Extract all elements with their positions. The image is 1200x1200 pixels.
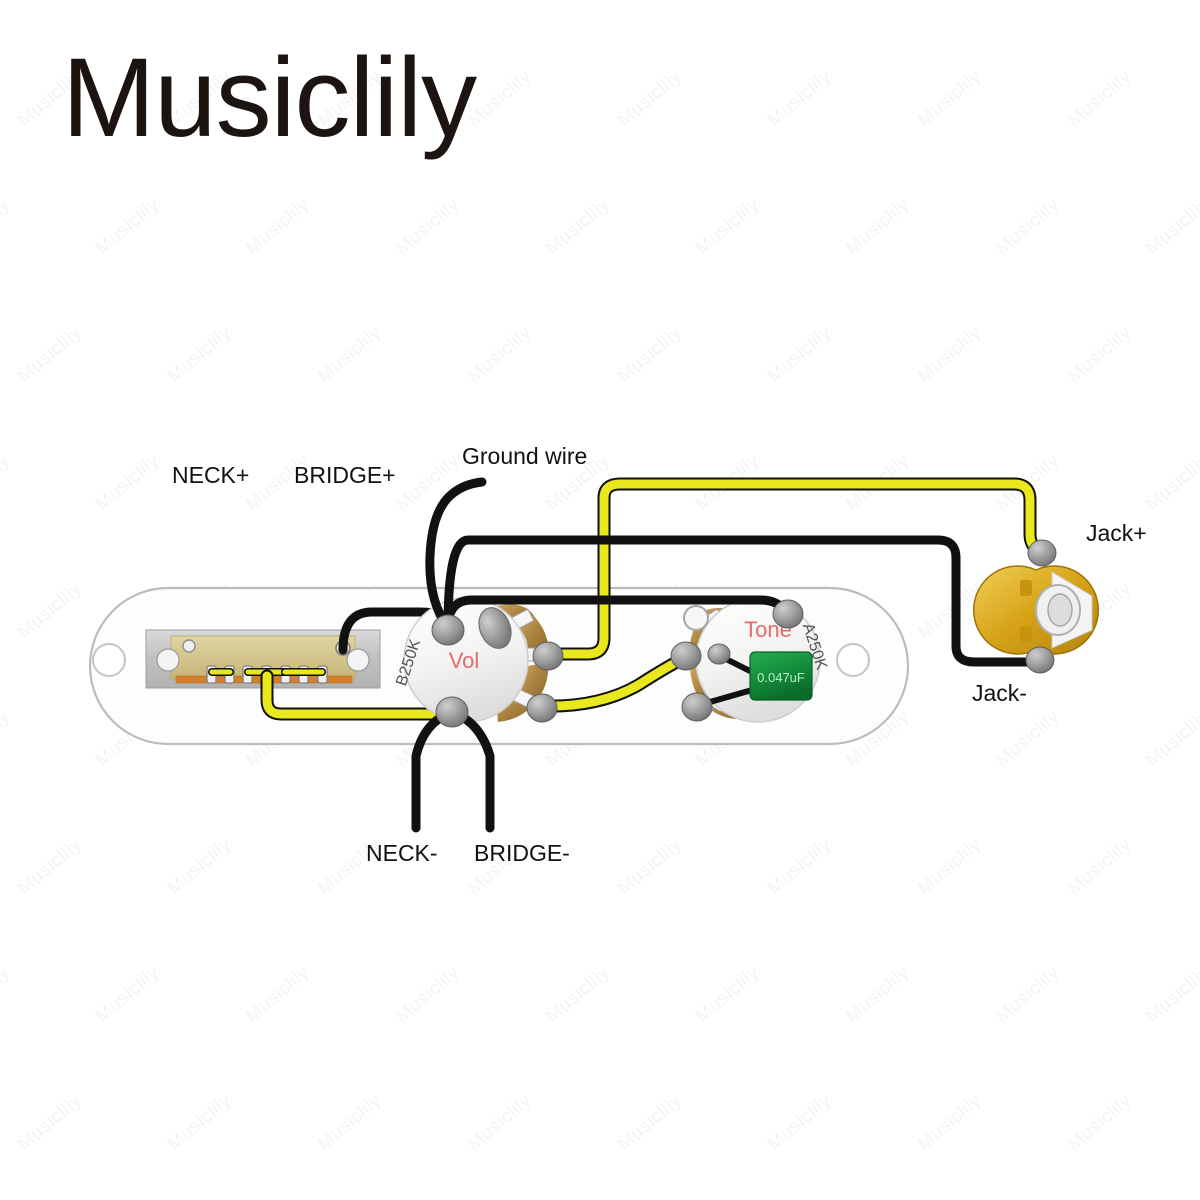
volume-pot-label: Vol (449, 648, 480, 673)
capacitor-value: 0.047uF (757, 670, 805, 685)
tone-pot-mount-hole (683, 605, 709, 631)
volume-to-tone-yellow-wire (533, 649, 695, 713)
label-jack-minus: Jack- (972, 680, 1027, 706)
plate-screw-hole-right (836, 643, 870, 677)
volume-to-jack-ground-wire (443, 535, 1041, 667)
solder-joint-volume-casing (431, 614, 465, 646)
volume-pot-shaft[interactable] (473, 603, 517, 653)
solder-joint-jack-plus (1027, 539, 1057, 567)
jack-tip-tab[interactable] (1020, 580, 1032, 596)
label-bridge-minus: BRIDGE- (474, 840, 570, 866)
label-neck-minus: NECK- (366, 840, 438, 866)
red-hot-wires (213, 494, 308, 676)
solder-joint-tone-casing (772, 599, 804, 629)
switch-mount-hole-left (156, 648, 180, 672)
label-jack-plus: Jack+ (1086, 520, 1147, 546)
solder-joint-capacitor-lead (707, 643, 731, 665)
label-bridge-plus: BRIDGE+ (294, 462, 396, 488)
ground-wire (425, 477, 487, 633)
tone-capacitor: 0.047uF (693, 651, 813, 709)
solder-joint-volume-lower-lug (526, 693, 558, 723)
label-neck-plus: NECK+ (172, 462, 250, 488)
plate-screw-hole-left (92, 643, 126, 677)
jack-sleeve-tab[interactable] (1020, 626, 1032, 642)
brand-logo: Musiclily (62, 35, 477, 160)
solder-joint-jack-minus (1025, 646, 1055, 674)
switch-lug-aux[interactable] (182, 639, 196, 653)
solder-joints (431, 539, 1057, 728)
volume-to-jack-hot-yellow-wire (539, 477, 1049, 661)
solder-joint-tone-mid-lug (670, 641, 702, 671)
label-ground-wire: Ground wire (462, 443, 588, 469)
solder-joint-volume-mid-lug (532, 641, 564, 671)
solder-joint-tone-lower-lug (681, 692, 713, 722)
output-jack[interactable] (972, 565, 1100, 655)
switch-mount-hole-right (346, 648, 370, 672)
switch-to-volume-yellow-wire (260, 669, 455, 721)
solder-joint-volume-bottom (435, 696, 469, 728)
